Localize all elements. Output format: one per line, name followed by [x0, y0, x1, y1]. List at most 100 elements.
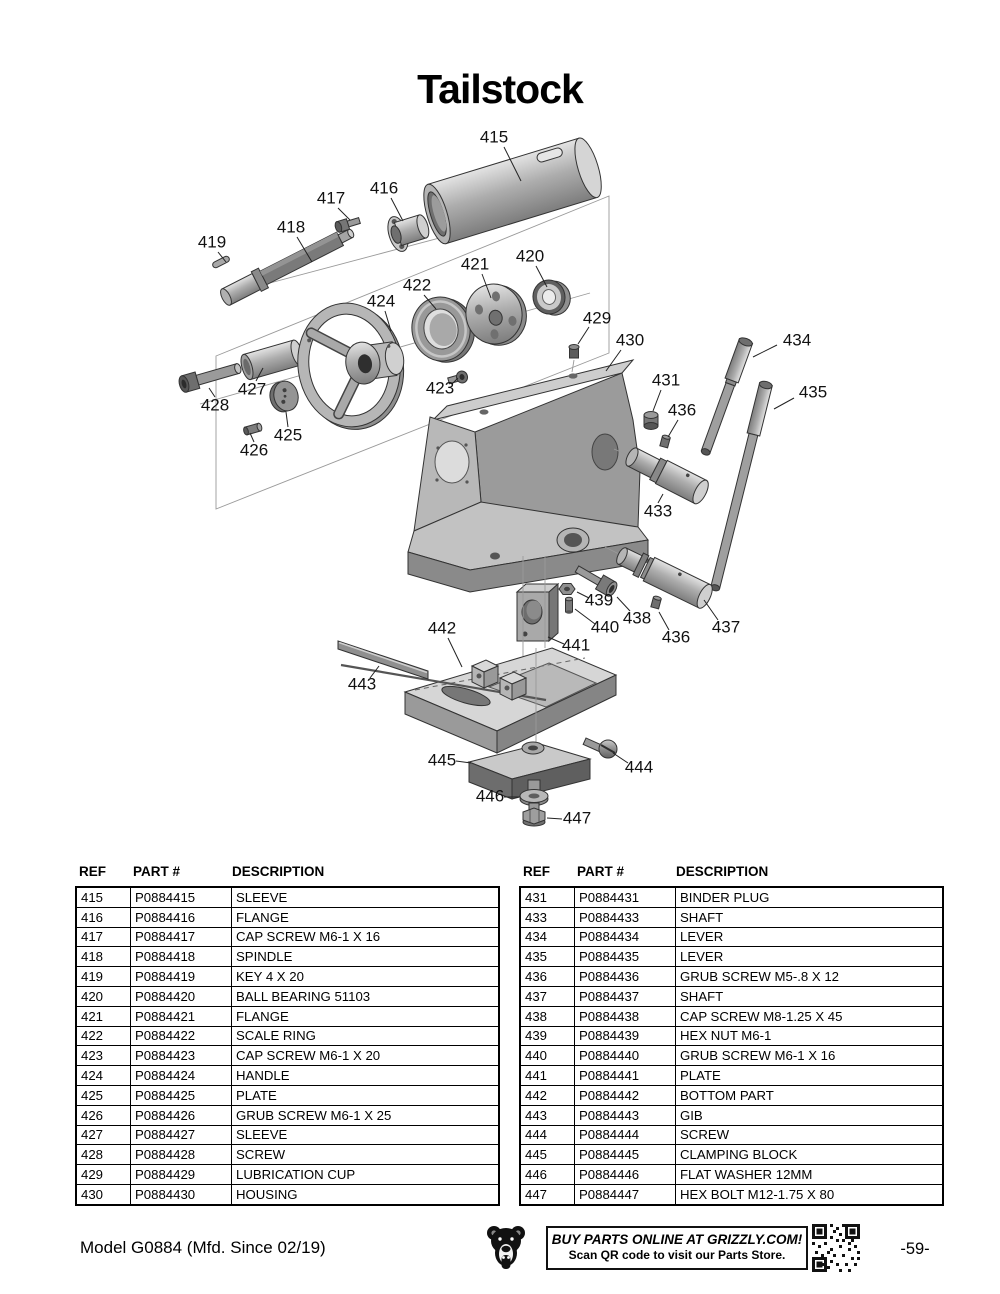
column-header-ref: REF	[523, 864, 550, 879]
part-418-spindle	[220, 228, 355, 306]
table-cell: CAP SCREW M6-1 X 16	[231, 926, 500, 948]
table-cell: P0884442	[574, 1084, 676, 1106]
table-cell: 429	[75, 1164, 131, 1185]
part-number-label: 447	[563, 808, 591, 827]
buy-parts-banner: BUY PARTS ONLINE AT GRIZZLY.COM! Scan QR…	[546, 1226, 808, 1270]
column-header-description: DESCRIPTION	[676, 864, 769, 879]
leader-line	[773, 397, 795, 410]
part-428-screw	[178, 363, 242, 393]
table-cell: 418	[75, 946, 131, 968]
part-number-label: 438	[623, 608, 651, 627]
table-cell: 437	[519, 985, 575, 1007]
table-cell: 419	[75, 966, 131, 987]
table-cell: GRUB SCREW M6-1 X 16	[675, 1045, 944, 1067]
part-433-shaft	[613, 447, 709, 505]
part-443-gib	[337, 640, 429, 680]
table-cell: 430	[75, 1183, 131, 1206]
part-439-hex-nut	[558, 583, 576, 595]
part-440-grub-screw	[565, 596, 573, 614]
table-cell: 438	[519, 1005, 575, 1027]
table-cell: 423	[75, 1045, 131, 1067]
table-cell: P0884430	[130, 1183, 232, 1206]
table-cell: HANDLE	[231, 1065, 500, 1086]
part-423-cap-screw	[447, 370, 469, 385]
part-427-sleeve	[240, 339, 304, 381]
gib-nut-block	[498, 671, 528, 701]
table-cell: FLAT WASHER 12MM	[675, 1164, 944, 1185]
part-447-hex-bolt	[522, 802, 546, 827]
table-cell: 445	[519, 1144, 575, 1166]
table-cell: P0884424	[130, 1065, 232, 1086]
table-cell: 436	[519, 966, 575, 987]
page-title: Tailstock	[417, 66, 584, 112]
part-438-cap-screw	[574, 565, 618, 597]
table-cell: P0884427	[130, 1124, 232, 1146]
table-cell: P0884445	[574, 1144, 676, 1166]
part-426-grub-screw	[243, 422, 263, 436]
table-cell: P0884422	[130, 1025, 232, 1047]
table-cell: 443	[519, 1104, 575, 1126]
table-cell: LEVER	[675, 926, 944, 948]
table-cell: P0884421	[130, 1005, 232, 1027]
table-cell: P0884419	[130, 966, 232, 987]
table-header-row: REF PART # DESCRIPTION	[519, 862, 940, 886]
model-label: Model G0884 (Mfd. Since 02/19)	[80, 1238, 326, 1257]
table-cell: HEX BOLT M12-1.75 X 80	[675, 1183, 944, 1206]
table-cell: P0884438	[574, 1005, 676, 1027]
table-cell: P0884416	[130, 906, 232, 928]
table-cell: 434	[519, 926, 575, 948]
part-number-label: 419	[198, 232, 226, 251]
table-cell: 421	[75, 1005, 131, 1027]
part-437-shaft	[604, 546, 713, 609]
table-cell: 444	[519, 1124, 575, 1146]
table-cell: LUBRICATION CUP	[231, 1164, 500, 1185]
column-header-part: PART #	[577, 864, 625, 879]
table-cell: P0884428	[130, 1144, 232, 1166]
part-number-label: 421	[461, 254, 489, 273]
table-cell: 442	[519, 1084, 575, 1106]
leader-line	[616, 596, 631, 612]
table-cell: P0884437	[574, 985, 676, 1007]
leader-line	[605, 349, 622, 372]
table-cell: SLEEVE	[231, 1124, 500, 1146]
leader-line	[667, 419, 679, 438]
table-cell: 435	[519, 946, 575, 968]
table-cell: CAP SCREW M6-1 X 20	[231, 1045, 500, 1067]
table-cell: P0884423	[130, 1045, 232, 1067]
table-header-row: REF PART # DESCRIPTION	[75, 862, 496, 886]
leader-line	[249, 432, 255, 443]
table-cell: 428	[75, 1144, 131, 1166]
part-number-label: 422	[403, 275, 431, 294]
part-number-label: 415	[480, 127, 508, 146]
table-cell: 433	[519, 906, 575, 928]
part-number-label: 436	[662, 627, 690, 646]
leader-line	[752, 344, 778, 358]
part-number-label: 434	[783, 330, 811, 349]
part-425-plate	[269, 380, 299, 413]
part-number-label: 440	[591, 617, 619, 636]
part-415-sleeve	[423, 137, 602, 245]
column-header-part: PART #	[133, 864, 181, 879]
part-436-grub-screw-lower	[650, 595, 662, 610]
leader-line	[447, 637, 463, 668]
table-cell: SCREW	[675, 1124, 944, 1146]
part-number-label: 446	[476, 786, 504, 805]
part-431-binder-plug	[643, 411, 659, 430]
table-cell: P0884420	[130, 985, 232, 1007]
leader-line	[658, 611, 670, 631]
